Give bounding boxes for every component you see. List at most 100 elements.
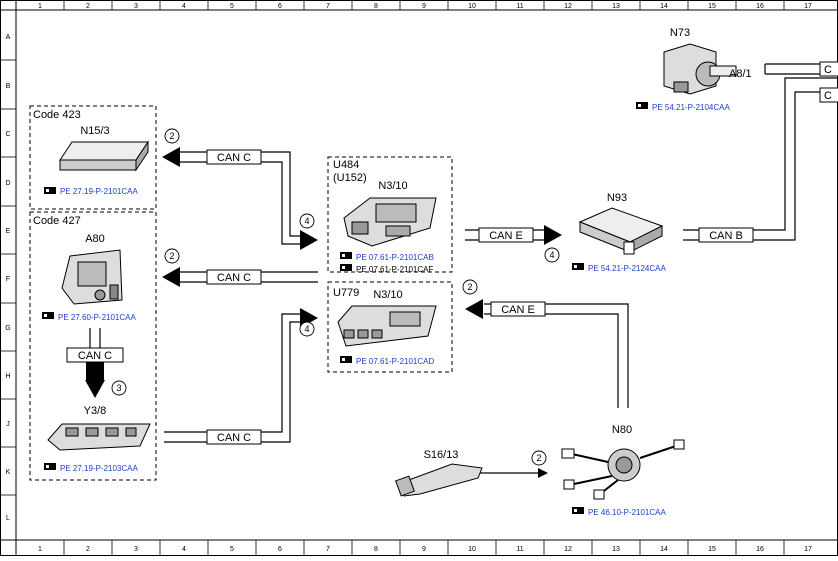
col-label: 2	[86, 546, 90, 553]
group-title-code427: Code 427	[33, 215, 81, 227]
arrow-left	[162, 147, 180, 167]
arrow-right	[300, 230, 318, 250]
ref-link-n15-3[interactable]: PE 27.19-P-2101CAA	[60, 187, 138, 196]
row-label: D	[5, 180, 10, 187]
bus-line	[683, 77, 838, 231]
col-label: 4	[182, 546, 186, 553]
ref-link-y3-8[interactable]: PE 27.19-P-2103CAA	[60, 464, 138, 473]
can-label: CAN C	[217, 152, 251, 164]
component-label-n3-10-upper: N3/10	[378, 180, 407, 192]
book-icon	[44, 463, 56, 470]
ref-link-n93[interactable]: PE 54.21-P-2124CAA	[588, 264, 666, 273]
bus-line	[178, 161, 304, 245]
can-label: CAN C	[78, 350, 112, 362]
connector-c: C	[819, 61, 838, 77]
marker-number: 4	[304, 324, 309, 334]
can-label: CAN B	[709, 230, 743, 242]
can-label: CAN C	[217, 272, 251, 284]
col-label: 4	[182, 3, 186, 10]
col-label: 7	[326, 546, 330, 553]
col-label: 3	[134, 546, 138, 553]
row-label: L	[6, 515, 10, 522]
marker-number: 2	[467, 282, 472, 292]
bus-line	[164, 321, 304, 443]
col-label: 1	[38, 546, 42, 553]
col-label: 9	[422, 546, 426, 553]
row-label: A	[6, 34, 11, 41]
ref-link-n3-10-cad[interactable]: PE 07.61-P-2101CAD	[356, 357, 434, 366]
bus-line	[484, 303, 629, 408]
connector-c: C	[819, 87, 838, 103]
svg-text:C: C	[824, 90, 832, 102]
bus-line	[178, 151, 304, 237]
book-icon	[572, 263, 584, 270]
col-label: 7	[326, 3, 330, 10]
col-label: 1	[38, 3, 42, 10]
book-icon	[572, 507, 584, 514]
group-box-code423	[29, 105, 157, 210]
col-label: 5	[230, 3, 234, 10]
module-icon	[578, 207, 664, 255]
can-label-box	[206, 149, 262, 165]
arrow-left	[465, 299, 483, 319]
col-label: 17	[804, 3, 812, 10]
group-title-u484: U484	[333, 159, 359, 171]
group-box-code427	[29, 211, 157, 481]
col-label: 13	[612, 3, 620, 10]
arrow-down	[85, 380, 105, 398]
group-title-code423: Code 423	[33, 109, 81, 121]
col-label: 14	[660, 546, 668, 553]
book-icon	[44, 187, 56, 194]
ignition-switch-icon	[663, 43, 737, 95]
col-label: 13	[612, 546, 620, 553]
book-icon	[340, 356, 352, 363]
col-label: 16	[756, 546, 764, 553]
row-label: G	[5, 325, 10, 332]
col-label: 15	[708, 546, 716, 553]
marker-number: 2	[536, 453, 541, 463]
component-label-n15-3: N15/3	[80, 125, 109, 137]
col-label: 6	[278, 546, 282, 553]
col-label: 17	[804, 546, 812, 553]
can-label: CAN E	[489, 230, 523, 242]
component-label-s16-13: S16/13	[424, 449, 459, 461]
ref-link-n3-10-cab[interactable]: PE 07.61-P-2101CAB	[356, 253, 434, 262]
steering-column-module-icon	[561, 439, 685, 500]
row-label: E	[6, 228, 11, 235]
col-label: 8	[374, 546, 378, 553]
row-label: F	[6, 276, 10, 283]
ref-link-n73[interactable]: PE 54.21-P-2104CAA	[652, 103, 730, 112]
svg-text:C: C	[824, 64, 832, 76]
col-label: 11	[516, 3, 523, 10]
can-label-box	[206, 429, 262, 445]
marker-circle	[111, 380, 127, 396]
ref-link-a80[interactable]: PE 27.60-P-2101CAA	[58, 313, 136, 322]
book-icon	[340, 252, 352, 259]
marker-number: 3	[116, 383, 121, 393]
col-label: 11	[516, 546, 523, 553]
marker-circle	[164, 128, 180, 144]
component-label-y3-8: Y3/8	[84, 405, 107, 417]
ref-link-n3-10-caf[interactable]: PE 07.61-P-2101CAF	[356, 265, 433, 274]
ref-link-n80[interactable]: PE 46.10-P-2101CAA	[588, 508, 666, 517]
bus-line	[683, 91, 838, 241]
ecu-icon	[343, 197, 437, 247]
group-box-u779	[327, 281, 453, 373]
col-label: 2	[86, 3, 90, 10]
can-label-box	[66, 347, 124, 363]
actuator-icon	[61, 249, 123, 305]
arrow-left	[162, 267, 180, 287]
row-label: B	[6, 83, 11, 90]
book-icon	[636, 102, 648, 109]
bus-line	[484, 313, 619, 408]
col-label: 6	[278, 3, 282, 10]
selector-lever-icon	[395, 463, 483, 497]
component-label-n80: N80	[612, 424, 632, 436]
marker-circle	[531, 450, 547, 466]
valve-body-icon	[47, 423, 151, 451]
col-label: 15	[708, 3, 716, 10]
col-label: 10	[468, 3, 476, 10]
marker-number: 2	[169, 251, 174, 261]
